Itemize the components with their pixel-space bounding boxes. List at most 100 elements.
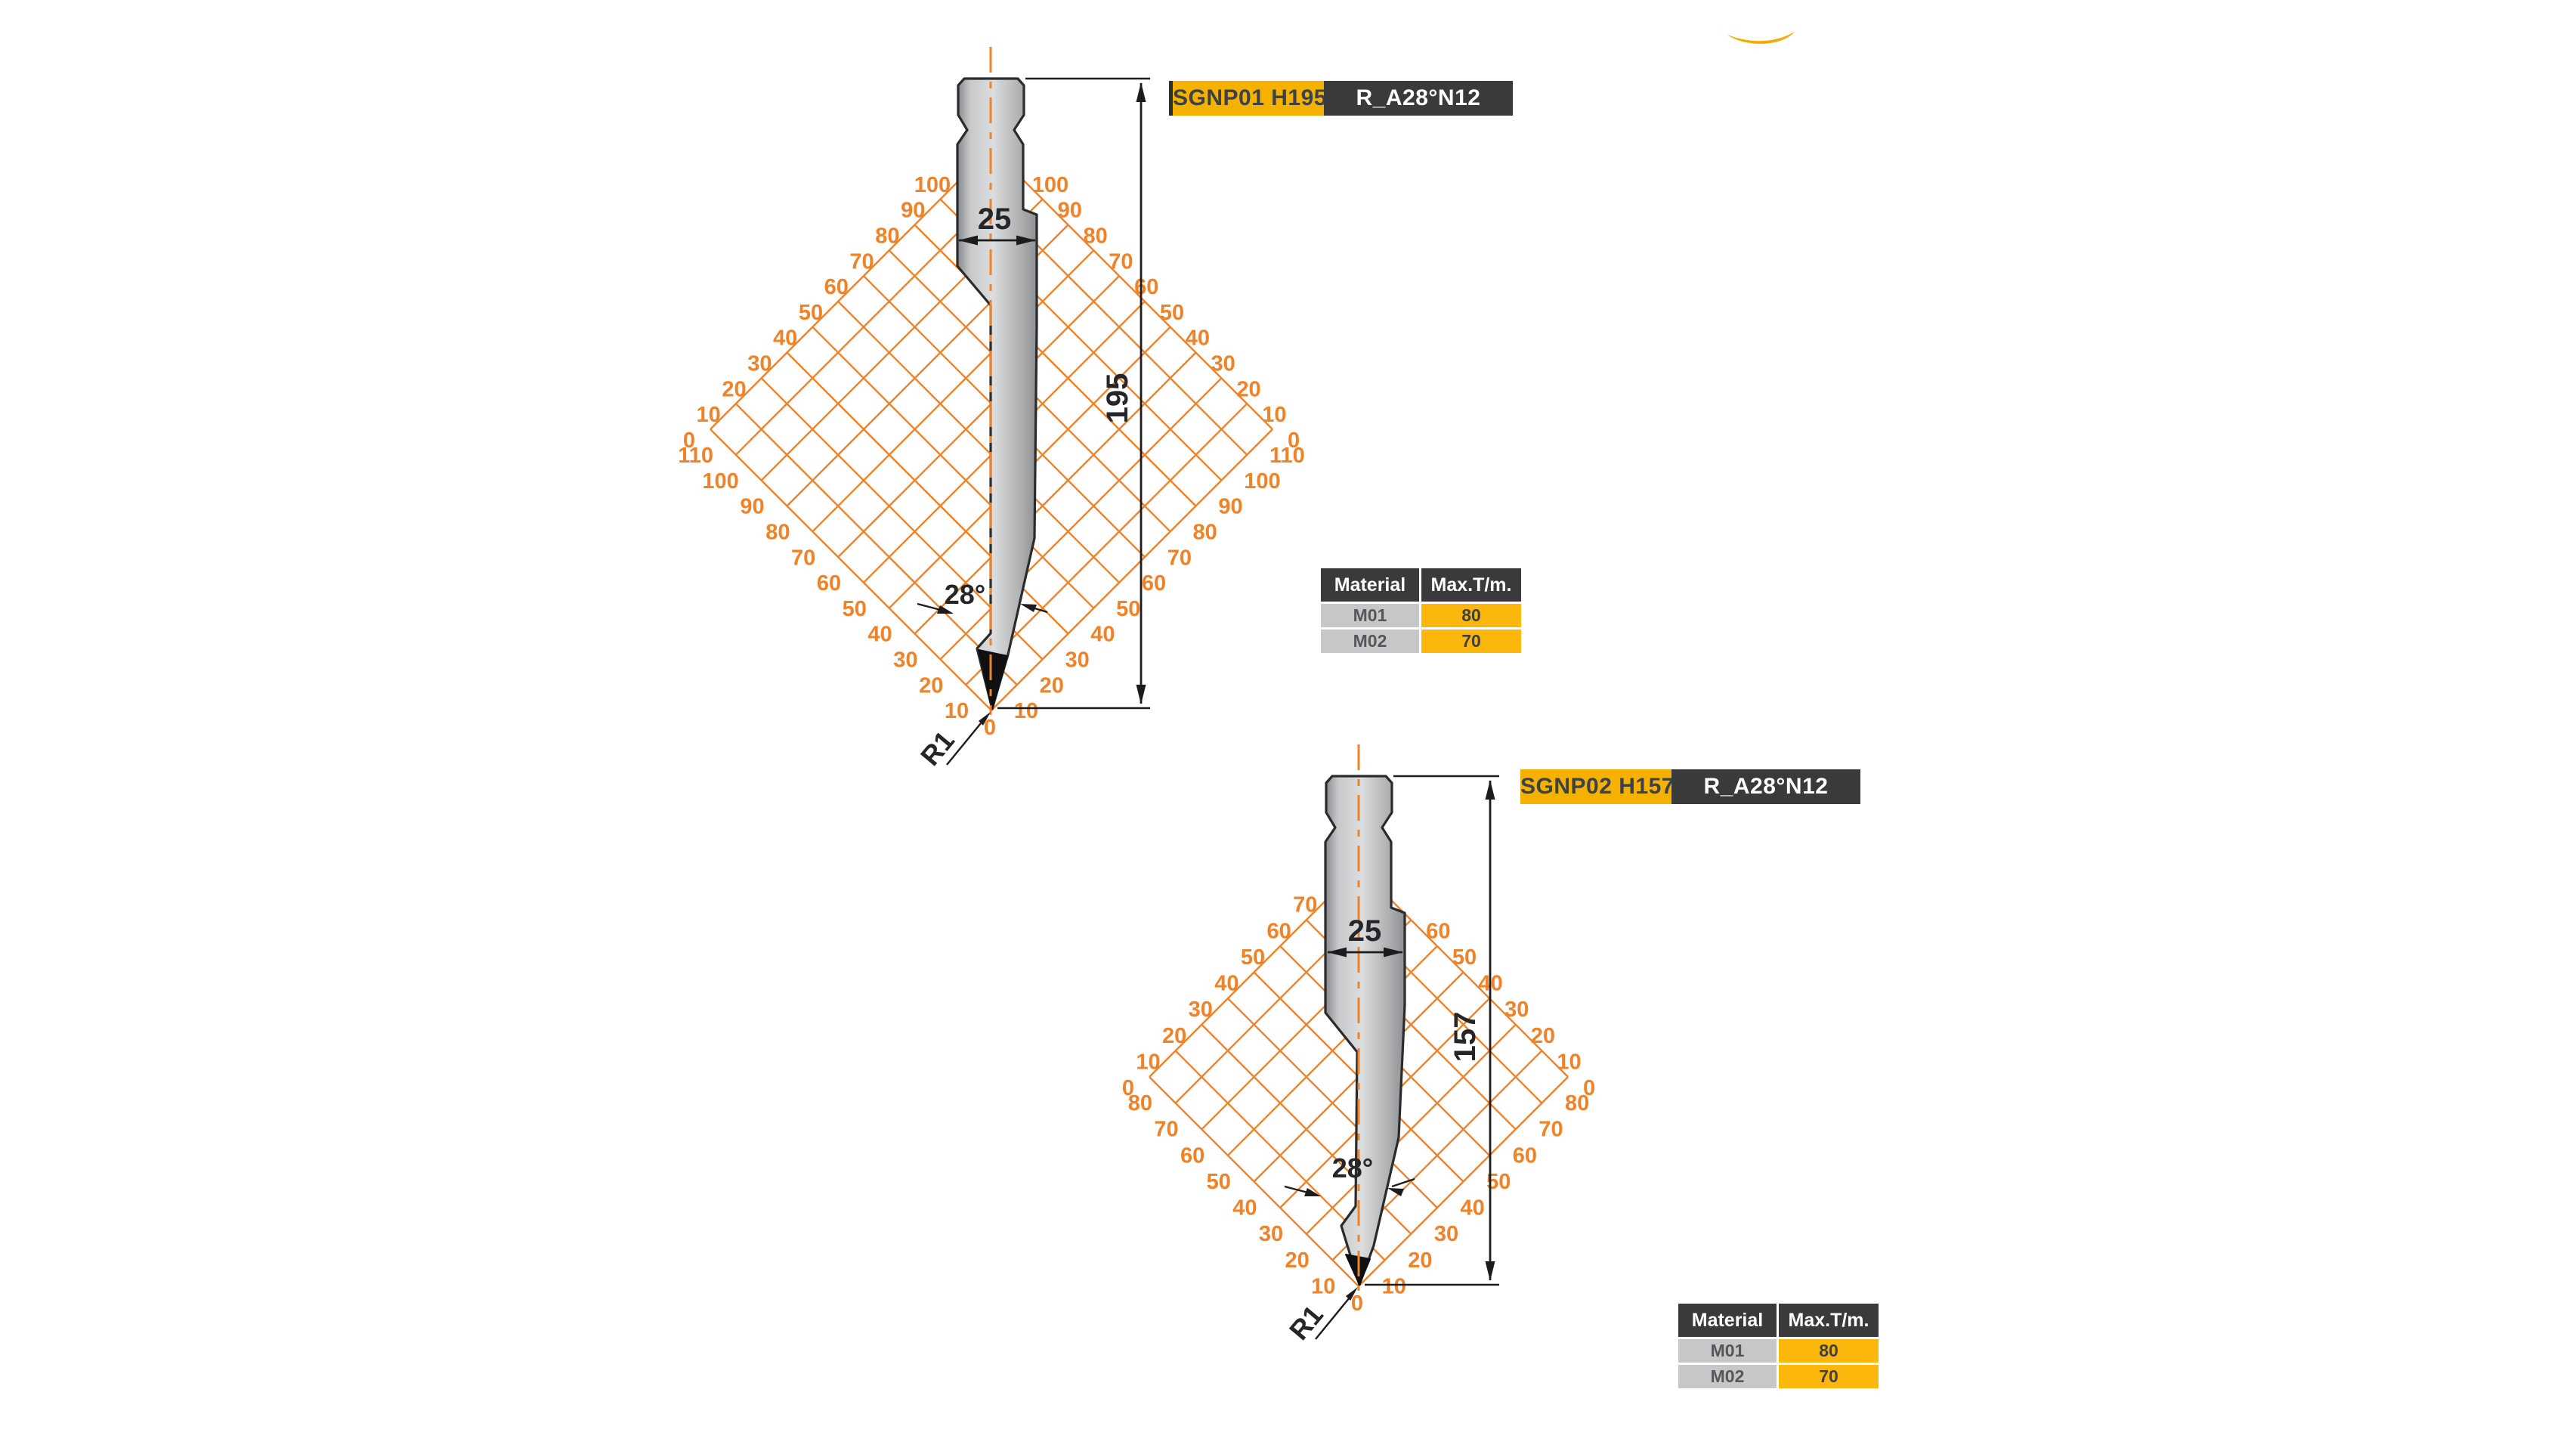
grid-scale-number: 90 bbox=[740, 495, 764, 519]
grid-scale-number: 60 bbox=[1142, 571, 1166, 596]
grid-scale-number: 70 bbox=[1293, 893, 1317, 917]
grid-scale-number: 40 bbox=[1090, 623, 1115, 647]
grid-scale-number: 0 bbox=[1122, 1076, 1134, 1100]
diagram-sgnp02: 0102030405060706050403020100807060504030… bbox=[1122, 744, 1595, 1346]
grid-scale-number: 20 bbox=[1531, 1024, 1555, 1048]
hardened-tip-sgnp01 bbox=[978, 649, 1008, 710]
grid-scale-number: 70 bbox=[1154, 1118, 1178, 1142]
material-table-sgnp01: Material Max.T/m. M01 80 M02 70 bbox=[1321, 568, 1521, 653]
grid-scale-number: 30 bbox=[1434, 1222, 1458, 1246]
spec-code-label: R_A28°N12 bbox=[1671, 769, 1860, 804]
grid-scale-number: 40 bbox=[1186, 326, 1210, 351]
grid-scale-number: 50 bbox=[1241, 945, 1265, 970]
angle-arrowhead-left bbox=[1304, 1188, 1321, 1196]
grid-scale-number: 10 bbox=[1262, 403, 1286, 427]
height-dimension-value: 195 bbox=[1101, 373, 1134, 424]
grid-scale-number: 0 bbox=[683, 428, 695, 453]
grid-scale-number: 20 bbox=[1408, 1248, 1432, 1273]
grid-scale-number: 110 bbox=[1269, 444, 1305, 468]
grid-scale-number: 10 bbox=[945, 699, 969, 723]
tip-angle-value: 28° bbox=[1332, 1152, 1373, 1183]
grid-scale-number: 100 bbox=[1244, 469, 1280, 493]
tip-radius-value: R1 bbox=[914, 725, 960, 772]
grid-scale-number: 60 bbox=[1180, 1143, 1205, 1168]
table-cell-material: M01 bbox=[1321, 604, 1419, 627]
table-cell-material: M02 bbox=[1321, 630, 1419, 653]
table-header-max-t: Max.T/m. bbox=[1779, 1304, 1879, 1337]
grid-scale-number: 80 bbox=[1084, 224, 1108, 249]
punch-silhouette-sgnp01 bbox=[956, 77, 1038, 710]
grid-scale-number: 20 bbox=[722, 377, 746, 401]
grid-scale-number: 20 bbox=[1040, 673, 1064, 698]
grid-scale-number: 30 bbox=[1189, 998, 1213, 1022]
table-cell-max-t: 70 bbox=[1779, 1365, 1879, 1388]
grid-scale-number: 60 bbox=[824, 275, 849, 299]
tip-radius-value: R1 bbox=[1283, 1299, 1329, 1346]
grid-scale-number: 20 bbox=[919, 673, 943, 698]
model-code-label: SGNP01 H195 bbox=[1169, 81, 1326, 116]
grid-scale-number: 10 bbox=[697, 403, 721, 427]
table-cell-material: M02 bbox=[1678, 1365, 1777, 1388]
partial-logo-swoosh-icon bbox=[1727, 32, 1795, 44]
angle-arrowhead-right bbox=[1387, 1188, 1404, 1196]
table-header-max-t: Max.T/m. bbox=[1421, 568, 1521, 602]
width-dimension-value: 25 bbox=[1348, 914, 1382, 948]
spec-code-label: R_A28°N12 bbox=[1324, 81, 1513, 116]
table-cell-max-t: 80 bbox=[1779, 1339, 1879, 1363]
grid-scale-number: 30 bbox=[747, 352, 772, 376]
model-badge-sgnp01: SGNP01 H195 R_A28°N12 bbox=[1169, 81, 1513, 116]
grid-scale-number: 80 bbox=[875, 224, 899, 249]
grid-scale-number: 60 bbox=[817, 571, 841, 596]
grid-scale-number: 40 bbox=[773, 326, 797, 351]
grid-scale-number: 20 bbox=[1285, 1248, 1310, 1273]
radius-leader-arrowhead bbox=[979, 712, 991, 726]
tip-angle-value: 28° bbox=[945, 579, 985, 610]
grid-scale-number: 20 bbox=[1236, 377, 1260, 401]
material-table-sgnp02: Material Max.T/m. M01 80 M02 70 bbox=[1678, 1304, 1879, 1388]
grid-scale-number: 0 bbox=[984, 716, 996, 740]
table-cell-max-t: 70 bbox=[1421, 630, 1521, 653]
grid-scale-number: 60 bbox=[1267, 919, 1291, 943]
table-header-material: Material bbox=[1321, 568, 1419, 602]
grid-scale-number: 20 bbox=[1162, 1024, 1186, 1048]
grid-scale-number: 60 bbox=[1513, 1143, 1537, 1168]
model-code-label: SGNP02 H157 bbox=[1520, 769, 1674, 804]
punch-silhouette-sgnp02 bbox=[1324, 775, 1406, 1286]
angle-arrowhead-left bbox=[937, 605, 954, 614]
grid-scale-number: 0 bbox=[1351, 1292, 1363, 1316]
width-dimension-value: 25 bbox=[978, 203, 1012, 236]
grid-scale-number: 80 bbox=[1128, 1091, 1152, 1115]
grid-scale-number: 80 bbox=[765, 521, 790, 545]
radius-leader-line bbox=[1315, 1297, 1350, 1340]
radius-leader-arrowhead bbox=[1346, 1287, 1358, 1301]
grid-scale-number: 70 bbox=[1109, 249, 1133, 274]
grid-scale-number: 40 bbox=[867, 623, 892, 647]
grid-scale-number: 100 bbox=[914, 173, 951, 197]
grid-scale-number: 70 bbox=[1167, 546, 1192, 570]
grid-scale-number: 40 bbox=[1232, 1196, 1257, 1221]
radius-leader-line bbox=[946, 722, 982, 766]
grid-scale-number: 70 bbox=[791, 546, 815, 570]
grid-scale-number: 10 bbox=[1136, 1050, 1160, 1074]
grid-scale-number: 50 bbox=[1452, 945, 1477, 970]
grid-scale-number: 30 bbox=[1211, 352, 1235, 376]
grid-scale-number: 0 bbox=[1583, 1076, 1595, 1100]
table-header-material: Material bbox=[1678, 1304, 1777, 1337]
grid-scale-number: 90 bbox=[901, 199, 925, 223]
grid-scale-number: 90 bbox=[1058, 199, 1082, 223]
grid-scale-number: 0 bbox=[1288, 428, 1300, 453]
grid-scale-number: 50 bbox=[1116, 597, 1140, 621]
grid-scale-number: 50 bbox=[799, 301, 823, 325]
grid-scale-number: 30 bbox=[1504, 998, 1529, 1022]
grid-scale-number: 40 bbox=[1214, 972, 1239, 996]
grid-scale-number: 30 bbox=[1065, 648, 1090, 673]
grid-scale-number: 100 bbox=[1032, 173, 1068, 197]
grid-scale-number: 70 bbox=[849, 249, 874, 274]
grid-scale-number: 110 bbox=[678, 444, 713, 468]
grid-scale-number: 80 bbox=[1565, 1091, 1589, 1115]
grid-scale-number: 40 bbox=[1461, 1196, 1485, 1221]
grid-scale-number: 100 bbox=[702, 469, 738, 493]
table-cell-max-t: 80 bbox=[1421, 604, 1521, 627]
